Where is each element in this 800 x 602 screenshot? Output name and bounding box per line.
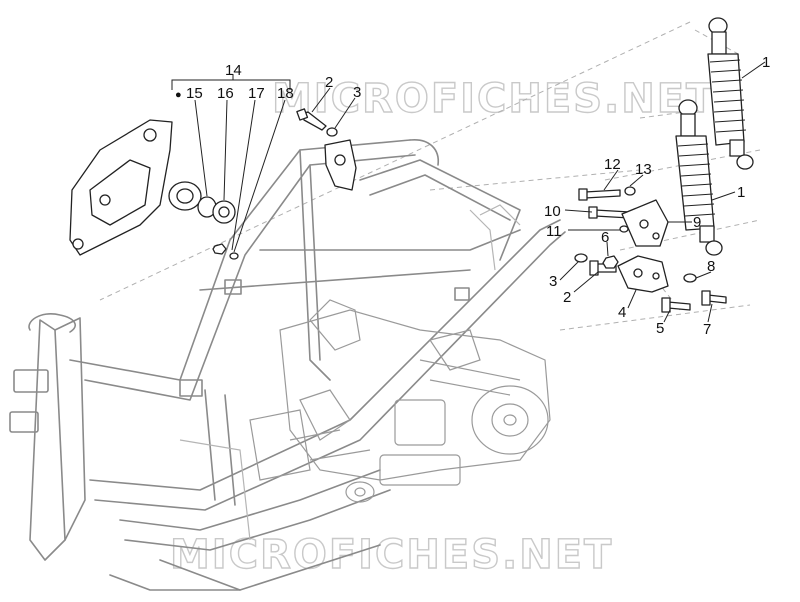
- kit-bullet: ●: [175, 89, 182, 101]
- upper-shock-mount: [324, 139, 357, 191]
- washer-part-11: [619, 225, 629, 233]
- nut-part-6: [602, 255, 619, 269]
- callout-5: 5: [656, 320, 664, 337]
- callout-15: 15: [186, 85, 203, 102]
- bolt-part-5: [661, 297, 691, 313]
- bolt-part-2-top: [296, 108, 327, 131]
- scooter-frame: [9, 139, 566, 591]
- callout-6: 6: [601, 229, 609, 246]
- kit-bracket-14: [171, 74, 291, 90]
- callout-18: 18: [277, 85, 294, 102]
- watermark-top: MICROFICHES.NET: [272, 76, 715, 122]
- watermark-bottom: MICROFICHES.NET: [170, 532, 613, 578]
- bracket-part-4: [617, 255, 669, 293]
- callout-7: 7: [703, 321, 711, 338]
- callout-9: 9: [693, 214, 701, 231]
- callout-13: 13: [635, 161, 652, 178]
- callout-11: 11: [546, 223, 562, 240]
- callout-2-top: 2: [325, 74, 333, 91]
- engine-assembly: [249, 299, 551, 503]
- shock-absorber-front: [675, 99, 723, 256]
- bearing-part-17: [212, 200, 236, 224]
- washer-part-3-top: [326, 127, 338, 137]
- callout-8: 8: [707, 258, 715, 275]
- leader-lines: [194, 61, 766, 323]
- washer-part-13: [624, 186, 636, 196]
- callout-17: 17: [248, 85, 265, 102]
- callout-14: 14: [225, 62, 242, 79]
- callout-12: 12: [604, 156, 621, 173]
- washer-part-8: [683, 273, 697, 283]
- bolt-part-12: [578, 188, 621, 201]
- callout-1-front: 1: [737, 184, 745, 201]
- callout-10: 10: [544, 203, 561, 220]
- bolt-part-7: [701, 290, 727, 306]
- callout-3-bottom: 3: [549, 273, 557, 290]
- callout-16: 16: [217, 85, 234, 102]
- callout-labels: 14 ● 15 16 17 18 2 3 1 1 12 13 10 11 9 6…: [175, 54, 770, 338]
- callout-1-rear: 1: [762, 54, 770, 71]
- washer-part-3-bottom: [574, 253, 588, 263]
- bracket-part-9: [621, 199, 669, 247]
- shock-absorber-rear: [707, 17, 754, 170]
- engine-support-bracket: [69, 119, 202, 256]
- nut-part-15: [212, 243, 227, 255]
- washer-part-18: [229, 252, 239, 260]
- callout-2-bottom: 2: [563, 289, 571, 306]
- callout-4: 4: [618, 304, 626, 321]
- callout-3-top: 3: [353, 84, 361, 101]
